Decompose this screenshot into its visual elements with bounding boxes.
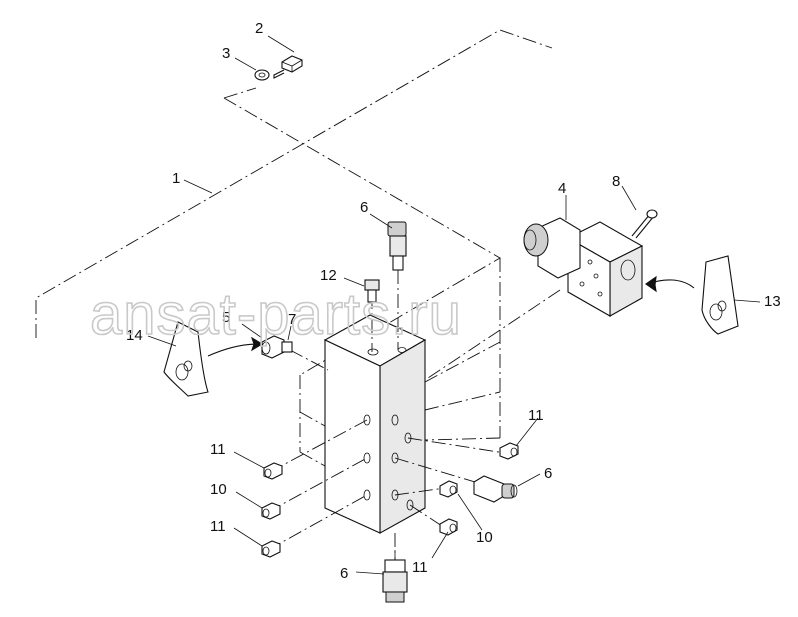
callout-11-lower-left: 11 (210, 518, 226, 535)
callout-5: 5 (222, 309, 230, 326)
fitting-part-11-lower-left (261, 540, 281, 558)
valve-manifold-block (323, 314, 427, 534)
sensor-part-6-right (473, 475, 518, 503)
arrow-to-solenoid (645, 275, 695, 293)
callout-10-right: 10 (476, 529, 493, 546)
callout-11-upper-left: 11 (210, 441, 226, 458)
tag-part-14 (163, 321, 209, 397)
fitting-part-11-right-lower (439, 518, 458, 536)
mounting-frame-outline (35, 29, 553, 467)
callout-3: 3 (222, 45, 230, 62)
callout-1: 1 (172, 170, 180, 187)
callout-labels: 1 2 3 4 5 6 6 6 7 8 10 10 11 11 11 11 12… (126, 20, 781, 582)
screw-part-8 (631, 209, 658, 239)
washer-part-3 (254, 69, 270, 81)
port-centerlines (267, 270, 561, 565)
callout-11-bottom: 11 (412, 559, 428, 576)
sensor-part-6-bottom (382, 550, 408, 603)
callout-14: 14 (126, 327, 143, 344)
callout-13: 13 (764, 293, 781, 310)
fitting-part-11-right-upper (499, 442, 519, 460)
callout-leader-lines (147, 35, 761, 575)
fitting-part-5-7 (261, 335, 293, 359)
fitting-part-10-right (439, 480, 458, 498)
callout-2: 2 (255, 20, 263, 37)
fitting-part-11-upper-left (263, 462, 283, 480)
fitting-part-12 (364, 279, 380, 303)
watermark-text: ansat-parts.ru (90, 282, 462, 347)
fitting-part-10-left (261, 502, 281, 520)
callout-12: 12 (320, 267, 337, 284)
solenoid-valve-part-4 (523, 217, 644, 317)
tag-part-13 (701, 255, 739, 335)
callout-8: 8 (612, 173, 620, 190)
callout-6-right: 6 (544, 465, 552, 482)
callout-4: 4 (558, 180, 566, 197)
callout-6-top: 6 (360, 199, 368, 216)
sensor-part-6-top (387, 221, 407, 271)
callout-10-left: 10 (210, 481, 227, 498)
callout-11-right: 11 (528, 407, 544, 424)
callout-7: 7 (288, 311, 296, 328)
arrow-to-fitting (207, 336, 264, 357)
bolt-part-2 (273, 55, 303, 79)
callout-6-bottom: 6 (340, 565, 348, 582)
